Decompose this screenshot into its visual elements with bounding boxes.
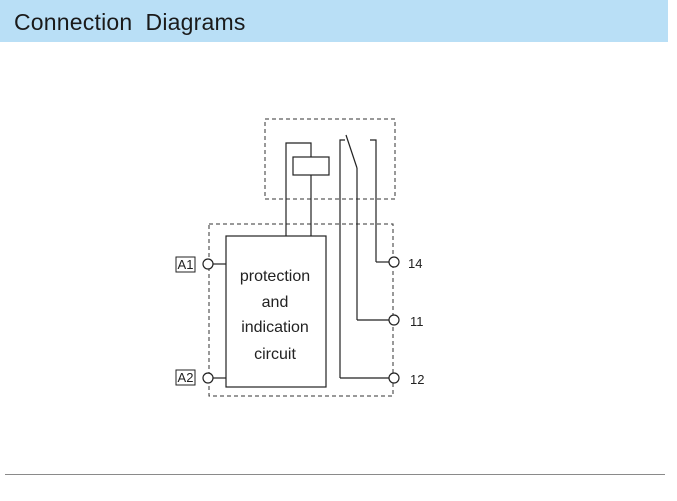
protection-circuit-box: [225, 235, 327, 388]
terminal-label-14: 14: [408, 256, 422, 271]
header-bar: Connection Diagrams: [0, 0, 668, 42]
relay-enclosure: [264, 118, 396, 200]
page-title: Connection Diagrams: [14, 9, 246, 35]
circuit-label-line-2: and: [262, 294, 289, 311]
module-enclosure: [208, 223, 394, 397]
terminal-label-11: 11: [410, 314, 424, 329]
a1-label-box: [175, 256, 196, 273]
terminal-11: [388, 314, 400, 326]
terminal-label-12: 12: [410, 372, 424, 387]
terminal-label-a1: A1: [178, 257, 194, 272]
circuit-label-line-1: protection: [240, 268, 310, 285]
terminal-12: [388, 372, 400, 384]
terminal-a1: [202, 258, 214, 270]
terminal-14: [388, 256, 400, 268]
a2-label-box: [175, 369, 196, 386]
terminal-wires: [213, 261, 389, 379]
terminal-a2: [202, 372, 214, 384]
footer-divider: [5, 474, 665, 475]
terminal-label-a2: A2: [178, 370, 194, 385]
circuit-label-line-4: circuit: [254, 346, 296, 363]
relay-coil: [285, 142, 330, 236]
relay-contact: [339, 134, 377, 378]
circuit-label-line-3: indication: [241, 319, 309, 336]
